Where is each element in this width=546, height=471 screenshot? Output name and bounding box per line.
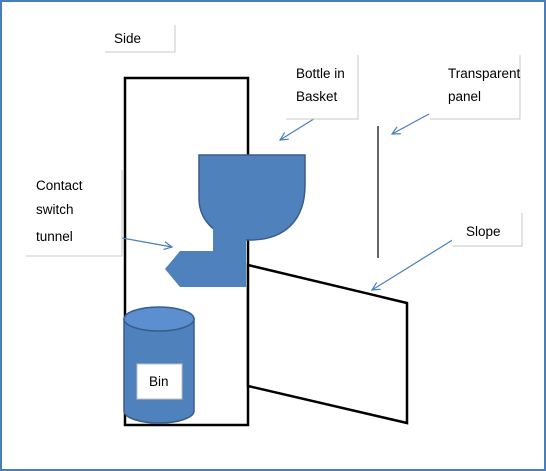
bottle-arrow	[280, 116, 318, 140]
label-panel-line1: Transparent	[448, 66, 521, 81]
tunnel-arrow	[165, 251, 246, 287]
panel-arrow	[392, 113, 430, 134]
label-side-text: Side	[114, 31, 141, 46]
label-panel: Transparent panel	[430, 55, 521, 120]
label-contact-line3: tunnel	[36, 229, 73, 244]
label-bottle-line2: Basket	[296, 89, 338, 104]
label-contact: Contact switch tunnel	[26, 170, 123, 257]
label-side: Side	[105, 25, 176, 53]
label-bottle-line1: Bottle in	[296, 66, 345, 81]
slope-arrow	[372, 235, 460, 290]
slope-ramp	[246, 263, 409, 425]
label-contact-line1: Contact	[36, 178, 83, 193]
label-bottle: Bottle in Basket	[286, 55, 359, 120]
label-bin-text: Bin	[149, 374, 169, 389]
contact-arrow	[121, 237, 172, 247]
label-contact-line2: switch	[36, 202, 74, 217]
label-slope: Slope	[452, 213, 523, 247]
label-slope-text: Slope	[466, 224, 501, 239]
bottle-basket	[198, 154, 306, 241]
machine-body	[123, 76, 250, 427]
label-panel-line2: panel	[448, 89, 481, 104]
label-bin: Bin	[136, 363, 183, 400]
